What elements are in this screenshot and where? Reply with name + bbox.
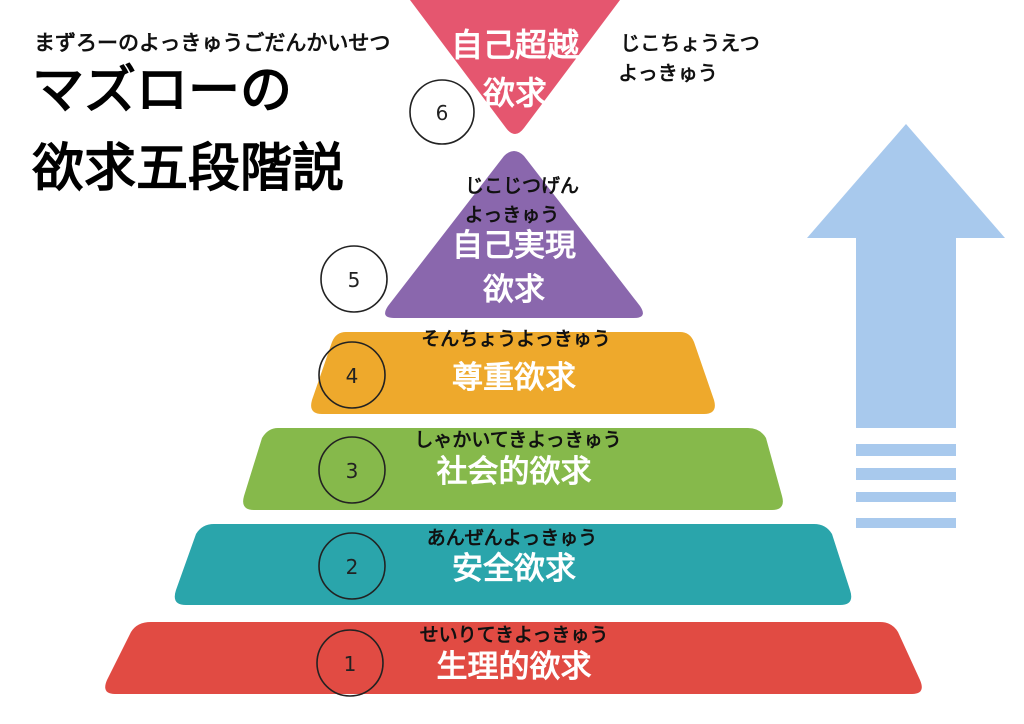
level-2-ruby: あんぜんよっきゅう: [427, 527, 597, 549]
level-5: 5 じこじつげん よっきゅう 自己実現 欲求: [320, 151, 643, 318]
level-4-number-circle: [318, 341, 386, 409]
level-1-label: 生理的欲求: [437, 649, 592, 685]
level-5-number-circle: [320, 245, 388, 313]
arrow-stripe-1: [856, 444, 956, 456]
level-6-band: [410, 0, 620, 134]
arrow-stripe-2: [856, 468, 956, 480]
level-6-ruby-line-1: じこちょうえつ: [620, 31, 759, 55]
level-2-number: 2: [346, 555, 359, 579]
level-6-ruby-line-2: よっきゅう: [618, 61, 717, 85]
arrow-head: [807, 124, 1005, 238]
level-3: 3 しゃかいてきよっきゅう 社会的欲求: [243, 428, 783, 510]
level-1-number-circle: [316, 629, 384, 697]
level-6-label-line-2: 欲求: [482, 74, 547, 112]
level-1-number: 1: [344, 652, 357, 676]
level-2-number-circle: [318, 532, 386, 600]
level-4: 4 そんちょうよっきゅう 尊重欲求: [311, 328, 715, 414]
level-3-ruby: しゃかいてきよっきゅう: [414, 429, 621, 451]
upward-arrow-icon: [807, 124, 1005, 528]
level-5-number: 5: [348, 268, 361, 292]
level-5-ruby-line-1: じこじつげん: [465, 175, 579, 197]
level-4-number: 4: [346, 364, 359, 388]
level-1-ruby: せいりてきよっきゅう: [420, 624, 609, 646]
arrow-stripe-4: [856, 518, 956, 528]
title-line-1: マズローの: [32, 61, 292, 121]
level-4-label: 尊重欲求: [452, 360, 576, 396]
level-6: 6 じこちょうえつ よっきゅう 自己超越 欲求: [409, 0, 760, 145]
level-6-number: 6: [436, 101, 449, 125]
level-6-label-line-1: 自己超越: [451, 26, 580, 64]
title-ruby: まずろーのよっきゅうごだんかいせつ: [34, 31, 390, 55]
level-3-label: 社会的欲求: [437, 454, 592, 490]
level-3-number-circle: [318, 436, 386, 504]
level-2-band: [174, 524, 852, 605]
level-3-number: 3: [346, 459, 359, 483]
level-5-band: [385, 151, 643, 318]
level-4-ruby: そんちょうよっきゅう: [421, 328, 610, 350]
level-1-band: [105, 622, 922, 694]
level-5-label-line-1: 自己実現: [452, 228, 576, 264]
arrow-stripe-3: [856, 492, 956, 502]
level-2-label: 安全欲求: [452, 551, 576, 587]
title-line-2: 欲求五段階説: [31, 139, 344, 199]
level-2: 2 あんぜんよっきゅう 安全欲求: [174, 524, 852, 605]
level-4-band: [311, 332, 715, 414]
arrow-shaft: [856, 236, 956, 428]
level-6-number-circle: [409, 79, 475, 145]
level-5-ruby-line-2: よっきゅう: [465, 204, 559, 226]
level-1: 1 せいりてきよっきゅう 生理的欲求: [105, 622, 922, 697]
level-5-label-line-2: 欲求: [482, 272, 545, 308]
